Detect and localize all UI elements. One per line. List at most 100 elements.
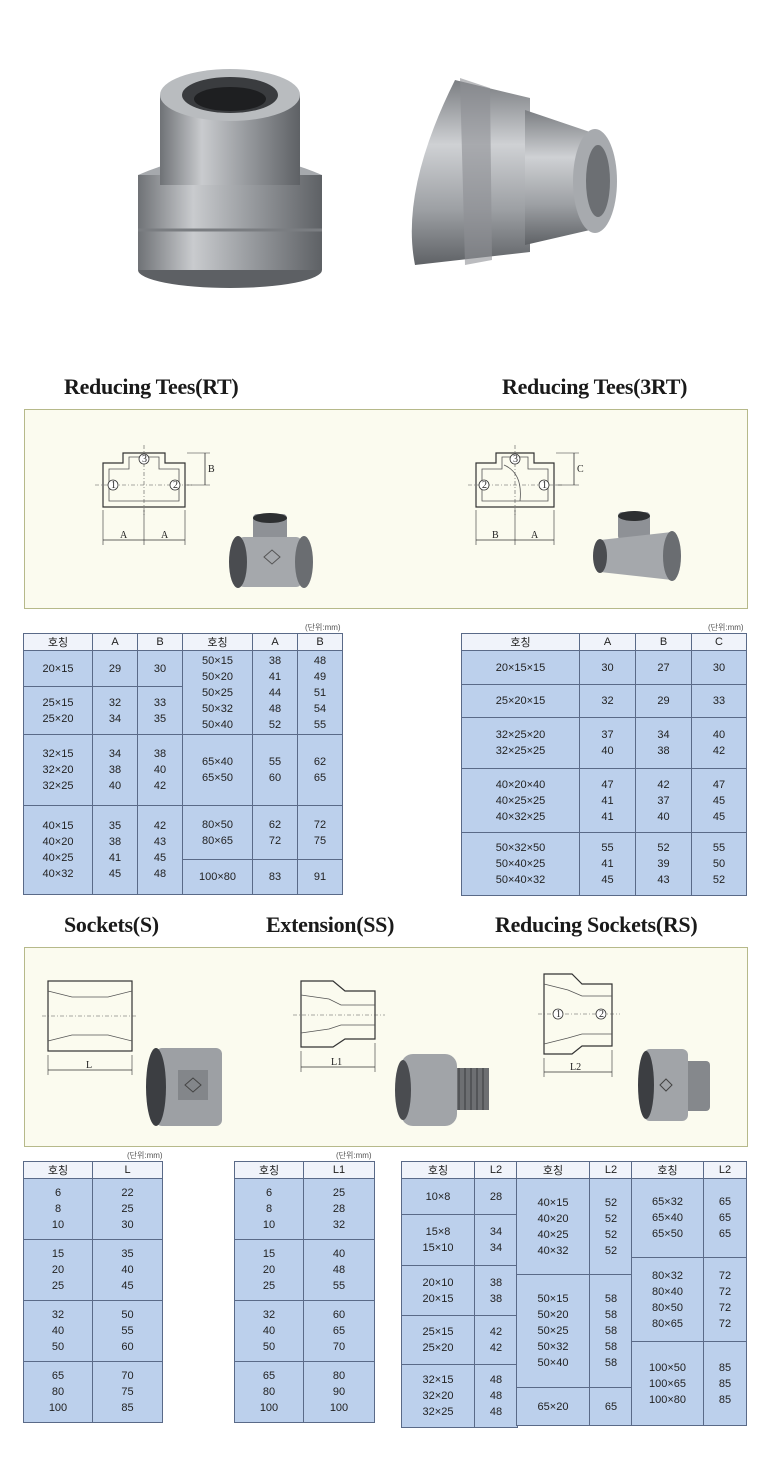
- reducing-socket-photo-1: [138, 69, 322, 288]
- header-b-2: B: [297, 633, 343, 651]
- header-l: L: [92, 1161, 163, 1179]
- header-size: 호칭: [401, 1161, 475, 1179]
- port-label-2: 2: [599, 1009, 604, 1020]
- tees-diagram-panel: [24, 409, 748, 609]
- dim-label-b: B: [208, 464, 215, 475]
- reducing-tee-3rt-photo: [593, 511, 681, 581]
- table-header-row: 호칭 L2: [516, 1161, 633, 1179]
- title-reducing-tees-3rt: Reducing Tees(3RT): [502, 374, 688, 399]
- reducing-tees-rt-table: 호칭 A B 호칭 A B 20×15 29 30 50×15 50×20 50…: [23, 633, 343, 895]
- reducing-socket-photo-2: [411, 78, 617, 265]
- table-row: 100×80 83 91: [24, 859, 343, 895]
- table-row: 50×32×50 50×40×25 50×40×32 55 41 45 52 3…: [461, 832, 747, 896]
- header-size: 호칭: [23, 1161, 93, 1179]
- header-size: 호칭: [234, 1161, 304, 1179]
- port-label-2: 2: [173, 480, 178, 491]
- table-row: 25×20×15 32 29 33: [461, 684, 747, 718]
- table-header-row: 호칭 L2: [631, 1161, 747, 1179]
- socket-photo: [146, 1048, 222, 1126]
- unit-label-ss: (단위:mm): [336, 1151, 372, 1160]
- reducing-socket-drawing: 1 2 L2: [538, 973, 620, 1077]
- table-row: 40×15 40×20 40×25 40×32 35 38 41 45 42 4…: [23, 804, 343, 895]
- header-l2-2: L2: [589, 1161, 633, 1179]
- title-sockets: Sockets(S): [64, 912, 159, 937]
- dim-label-b: B: [492, 530, 499, 541]
- header-l1: L1: [303, 1161, 375, 1179]
- title-extension: Extension(SS): [266, 912, 395, 937]
- table-header-row: 호칭 A B C: [461, 633, 747, 651]
- port-label-2: 2: [482, 480, 487, 491]
- sockets-diagram-panel: [24, 947, 748, 1147]
- dim-label-l2: L2: [570, 1062, 581, 1073]
- header-b: B: [137, 633, 183, 651]
- table-row: 32×25×20 32×25×25 37 40 34 38 40 42: [461, 717, 747, 769]
- header-size-2: 호칭: [182, 633, 253, 651]
- reducing-tee-rt-drawing: 1 2 3 A A B: [95, 445, 215, 545]
- table-header-row: 호칭 A B 호칭 A B: [23, 633, 343, 651]
- title-reducing-sockets: Reducing Sockets(RS): [495, 912, 698, 937]
- port-label-1: 1: [556, 1009, 561, 1020]
- header-a: A: [92, 633, 138, 651]
- dim-label-a: A: [531, 530, 539, 541]
- header-b: B: [635, 633, 692, 651]
- title-reducing-tees-rt: Reducing Tees(RT): [64, 374, 239, 399]
- port-label-1: 1: [542, 480, 547, 491]
- socket-drawing: L: [42, 980, 138, 1075]
- header-size: 호칭: [461, 633, 580, 651]
- port-label-3: 3: [513, 454, 518, 465]
- header-a: A: [579, 633, 636, 651]
- reducing-tee-3rt-drawing: 2 1 3 B A C: [468, 445, 584, 545]
- dim-label-l1: L1: [331, 1057, 342, 1068]
- dim-label-a: A: [120, 530, 128, 541]
- dim-label-a-2: A: [161, 530, 169, 541]
- header-a-2: A: [252, 633, 298, 651]
- header-size-2: 호칭: [516, 1161, 590, 1179]
- dim-label-l: L: [86, 1060, 92, 1071]
- table-row: 20×15×15 30 27 30: [461, 650, 747, 685]
- reducing-tee-rt-photo: [229, 513, 313, 588]
- table-row: 40×20×40 40×25×25 40×32×25 47 41 41 42 3…: [461, 768, 747, 833]
- reducing-socket-photo-3: [638, 1049, 710, 1121]
- unit-label-3rt: (단위:mm): [708, 623, 744, 632]
- header-c: C: [691, 633, 747, 651]
- header-size: 호칭: [23, 633, 93, 651]
- header-size-3: 호칭: [631, 1161, 704, 1179]
- extension-drawing: L1: [293, 980, 385, 1072]
- table-row: 20×15 29 30 50×15 50×20 50×25 50×32 50×4…: [23, 650, 343, 735]
- port-label-1: 1: [111, 480, 116, 491]
- unit-label-rt: (단위:mm): [305, 623, 341, 632]
- table-header-row: 호칭 L: [23, 1161, 163, 1179]
- dim-label-c: C: [577, 464, 584, 475]
- extension-photo: [395, 1054, 489, 1126]
- table-header-row: 호칭 L1: [234, 1161, 375, 1179]
- reducing-tees-3rt-table: 호칭 A B C 20×15×15 30 27 30 25×20×15 32 2…: [461, 633, 747, 896]
- table-header-row: 호칭 L2: [401, 1161, 518, 1179]
- port-label-3: 3: [142, 454, 147, 465]
- header-l2: L2: [474, 1161, 518, 1179]
- unit-label-s: (단위:mm): [127, 1151, 163, 1160]
